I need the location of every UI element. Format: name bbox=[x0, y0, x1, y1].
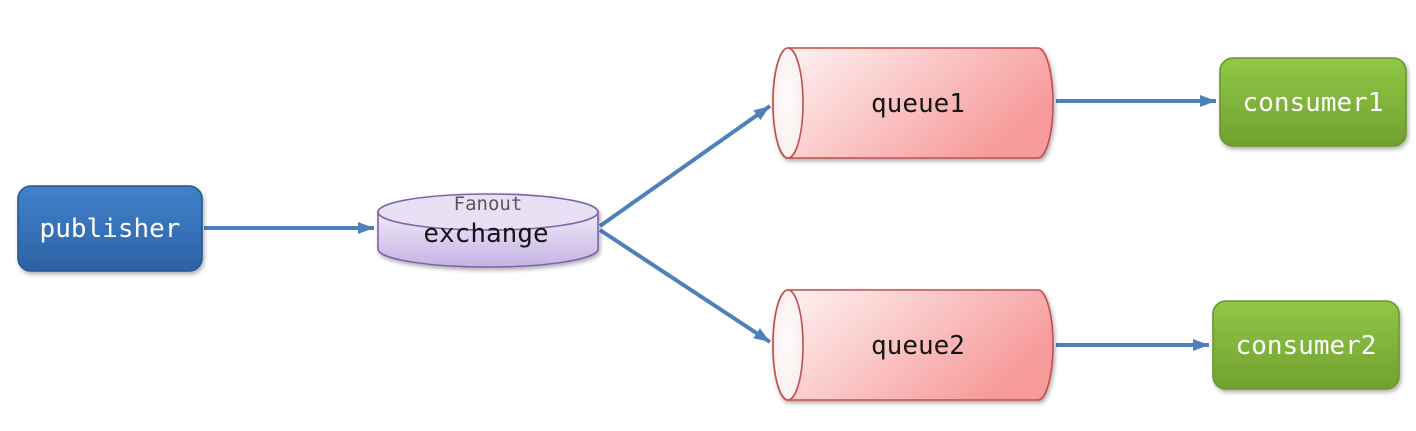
edges bbox=[204, 95, 1216, 351]
queue2-cylinder-end bbox=[772, 289, 804, 401]
node-publisher: publisher bbox=[17, 185, 203, 272]
publisher-label: publisher bbox=[40, 214, 181, 244]
publisher-box bbox=[17, 185, 203, 272]
edge-exchange-queue1 bbox=[598, 104, 772, 228]
consumer1-label: consumer1 bbox=[1243, 88, 1384, 118]
node-exchange: Fanout exchange bbox=[377, 193, 599, 268]
edge-exchange-queue2 bbox=[598, 228, 772, 344]
node-consumer1: consumer1 bbox=[1219, 57, 1407, 147]
exchange-type-label: Fanout bbox=[454, 193, 523, 215]
exchange-label: exchange bbox=[423, 219, 548, 249]
queue1-cylinder-end bbox=[772, 47, 804, 159]
node-queue2: queue2 bbox=[772, 289, 1054, 401]
queue1-label: queue1 bbox=[871, 89, 965, 119]
consumer1-box bbox=[1219, 57, 1407, 147]
consumer2-box bbox=[1212, 300, 1400, 390]
queue2-label: queue2 bbox=[871, 331, 965, 361]
node-consumer2: consumer2 bbox=[1212, 300, 1400, 390]
consumer2-label: consumer2 bbox=[1236, 331, 1377, 361]
exchange-cylinder-lid bbox=[377, 193, 599, 231]
node-queue1: queue1 bbox=[772, 47, 1054, 159]
